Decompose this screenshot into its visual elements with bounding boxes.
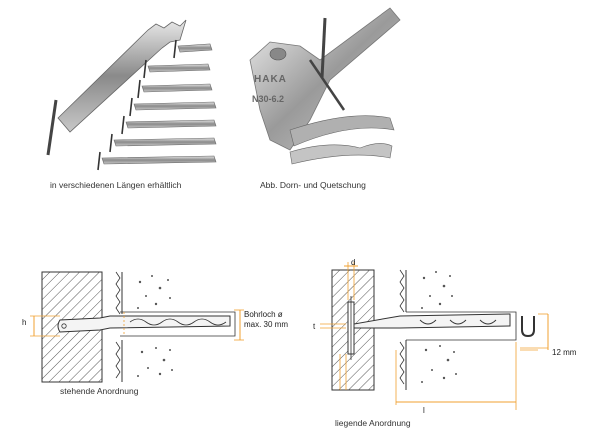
- label-bohrloch-line1: Bohrloch ø: [244, 310, 283, 319]
- diagram-standing: [30, 271, 244, 383]
- label-12mm: 12 mm: [552, 348, 577, 357]
- anchor-lengths-photo: [46, 19, 217, 171]
- diagram-right-caption: liegende Anordnung: [335, 418, 411, 428]
- stamp-code: N30-6.2: [252, 94, 285, 104]
- photo-right-caption: Abb. Dorn- und Quetschung: [260, 180, 366, 190]
- label-l: l: [423, 406, 425, 415]
- diagram-lying: [320, 262, 549, 410]
- label-t: t: [313, 322, 316, 331]
- diagram-left-caption: stehende Anordnung: [60, 386, 139, 396]
- label-bohrloch-line2: max. 30 mm: [244, 320, 289, 329]
- photo-left-caption: in verschiedenen Längen erhältlich: [50, 180, 182, 190]
- label-d: d: [351, 258, 356, 267]
- stamp-brand: HAKA: [254, 74, 287, 85]
- anchor-closeup-photo: [249, 7, 401, 165]
- label-h: h: [22, 318, 27, 327]
